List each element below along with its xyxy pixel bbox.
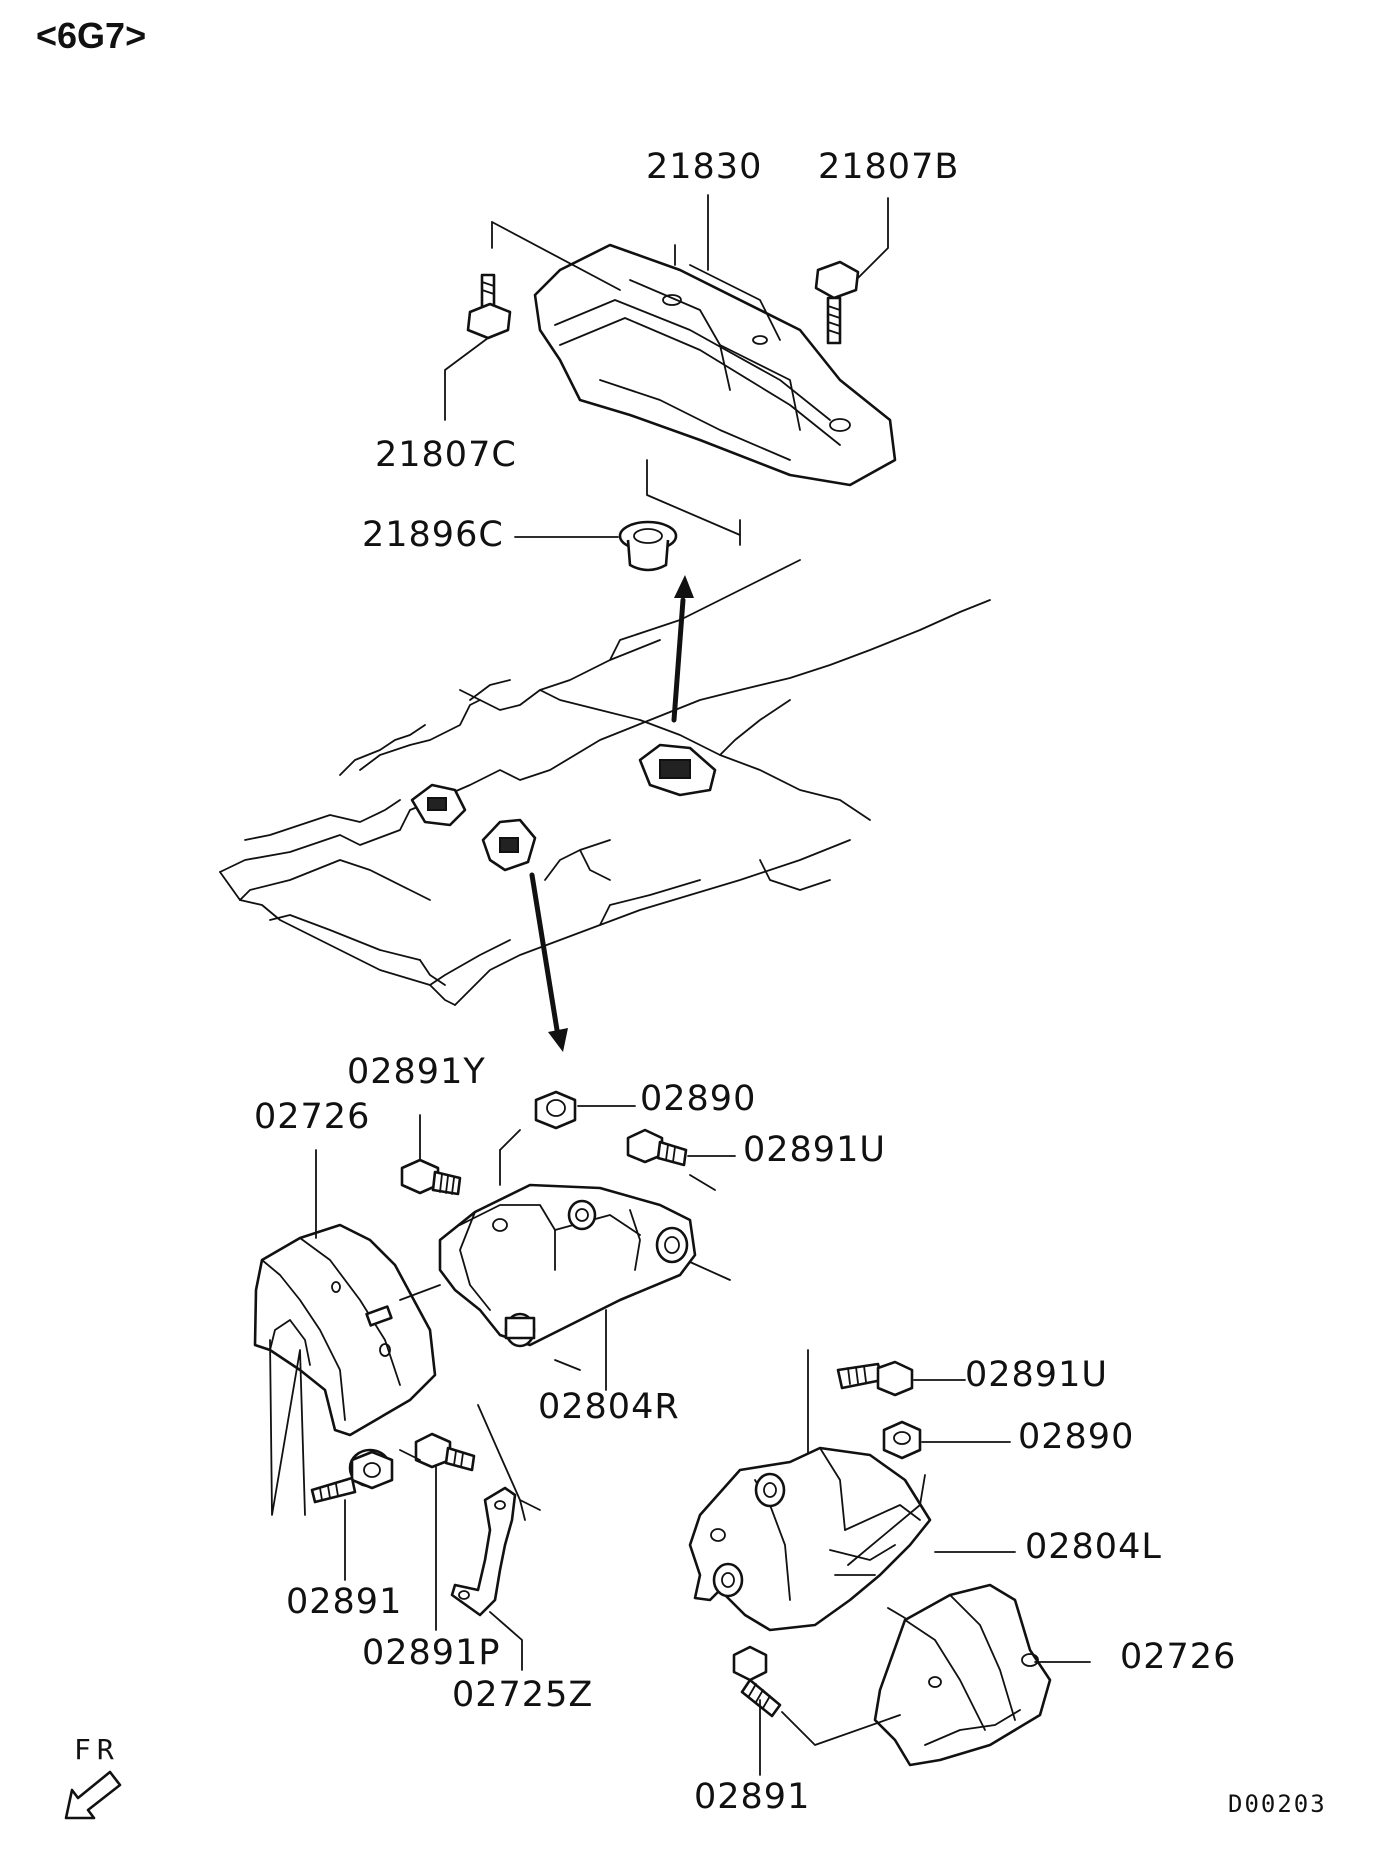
bracket-02804L xyxy=(688,1446,932,1632)
bolt-21807B xyxy=(814,260,860,345)
vehicle-frame xyxy=(219,559,991,1006)
bolt-02891U-lower xyxy=(836,1360,914,1397)
bolt-02891-left xyxy=(310,1448,394,1504)
callout-02725Z: 02725Z xyxy=(452,1675,594,1715)
callout-21807C: 21807C xyxy=(375,435,517,475)
callout-02891P: 02891P xyxy=(362,1633,501,1673)
drawing-code: D00203 xyxy=(1228,1790,1327,1818)
front-label: FR xyxy=(74,1733,120,1766)
nut-21896C xyxy=(618,520,678,572)
callout-02891U-lower: 02891U xyxy=(965,1355,1108,1395)
bolt-02891P xyxy=(414,1432,476,1472)
callout-02726-upper: 02726 xyxy=(254,1097,371,1137)
callout-02890-lower: 02890 xyxy=(1018,1417,1135,1457)
callout-02891-right: 02891 xyxy=(694,1777,811,1817)
nut-02890-upper xyxy=(534,1090,577,1130)
callout-02891Y: 02891Y xyxy=(347,1052,486,1092)
callout-21830: 21830 xyxy=(646,147,763,187)
transmission-mount-21830 xyxy=(533,243,897,487)
bolt-02891-right xyxy=(732,1645,782,1718)
frame-mount-left xyxy=(410,783,537,872)
callout-02891U-upper: 02891U xyxy=(743,1130,886,1170)
bolt-02891U-upper xyxy=(626,1128,688,1167)
callout-21807B: 21807B xyxy=(818,147,960,187)
fr-arrow-icon xyxy=(64,1770,122,1820)
bolt-21807C xyxy=(466,273,512,340)
bracket-02725Z xyxy=(450,1486,517,1617)
callout-02890-upper: 02890 xyxy=(640,1079,757,1119)
callout-21896C: 21896C xyxy=(362,515,504,555)
callout-02804R: 02804R xyxy=(538,1387,680,1427)
callout-02726-lower: 02726 xyxy=(1120,1637,1237,1677)
nut-02890-lower xyxy=(882,1420,922,1460)
frame-mount-center xyxy=(638,743,717,797)
callout-02891-left: 02891 xyxy=(286,1582,403,1622)
insulator-02726-lower xyxy=(873,1583,1052,1767)
diagram-title: <6G7> xyxy=(36,15,147,56)
callout-02804L: 02804L xyxy=(1025,1527,1162,1567)
insulator-02726-upper xyxy=(253,1223,437,1437)
bracket-02804R xyxy=(438,1183,697,1348)
bolt-02891Y xyxy=(400,1158,462,1196)
